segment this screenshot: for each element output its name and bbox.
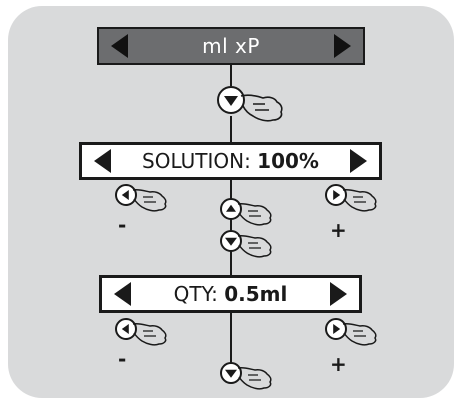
flow-line [230,116,232,142]
pointing-hand-icon [132,189,167,212]
minus-sign: - [118,347,127,371]
flow-line [230,176,232,276]
triangle-left-icon[interactable] [94,149,111,173]
solution-selector[interactable]: SOLUTION: 100% [79,142,382,180]
quantity-selector[interactable]: QTY: 0.5ml [99,275,362,313]
pointing-hand-icon [240,94,283,122]
pointing-hand-icon [342,189,377,212]
minus-sign: - [118,213,127,237]
flow-line [230,312,232,364]
down-arrow-button-icon[interactable] [217,86,245,114]
down-arrow-button-icon[interactable] [220,230,242,252]
pointing-hand-icon [237,367,272,390]
triangle-left-icon[interactable] [114,282,131,306]
flow-line [230,64,232,86]
plus-sign: + [330,352,347,376]
plus-sign: + [330,218,347,242]
quantity-text: QTY: 0.5ml [173,282,288,306]
triangle-right-icon[interactable] [330,282,347,306]
left-arrow-button-icon[interactable] [115,184,137,206]
pointing-hand-icon [237,203,272,226]
pointing-hand-icon [237,235,272,258]
triangle-right-icon[interactable] [350,149,367,173]
right-arrow-button-icon[interactable] [325,184,347,206]
down-arrow-button-icon[interactable] [220,362,242,384]
mode-label: ml xP [202,34,260,58]
pointing-hand-icon [342,323,377,346]
left-arrow-button-icon[interactable] [115,318,137,340]
mode-selector[interactable]: ml xP [97,27,365,65]
right-arrow-button-icon[interactable] [325,318,347,340]
solution-text: SOLUTION: 100% [142,149,319,173]
pointing-hand-icon [132,323,167,346]
up-arrow-button-icon[interactable] [220,198,242,220]
triangle-left-icon[interactable] [111,34,128,58]
triangle-right-icon[interactable] [334,34,351,58]
